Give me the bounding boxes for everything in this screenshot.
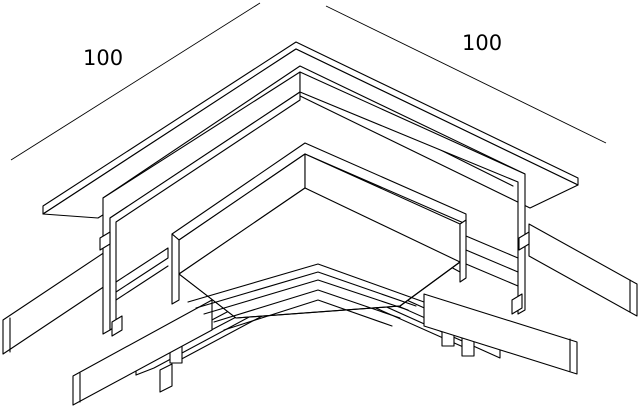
right-contact-strip [528, 223, 638, 317]
dimension-line-left [10, 2, 261, 161]
dimension-lines [10, 2, 607, 161]
dimension-label-right: 100 [462, 31, 502, 55]
left-contact-strip [2, 251, 106, 355]
clip-tabs [99, 231, 530, 337]
inner-lower-rails [187, 263, 425, 331]
front-contact-strip-left [72, 299, 213, 406]
inner-body [171, 142, 467, 319]
front-contact-strip-right [423, 293, 578, 375]
dimension-label-left: 100 [83, 46, 123, 70]
right-outer-wall [299, 71, 526, 315]
dimension-line-right [325, 5, 607, 144]
